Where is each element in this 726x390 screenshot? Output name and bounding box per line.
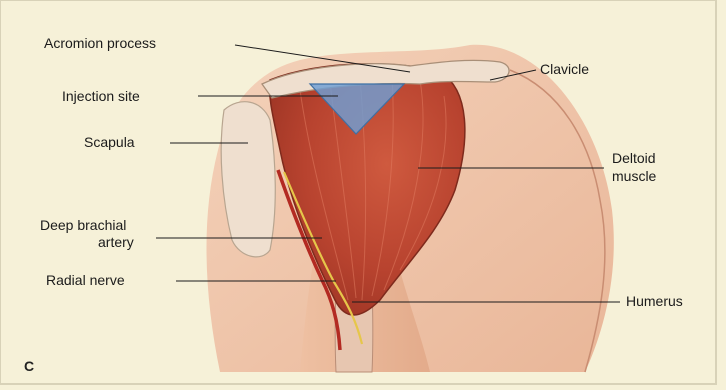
panel-letter: C <box>24 358 34 374</box>
label-clavicle: Clavicle <box>540 61 589 77</box>
label-deep-brachial-line1: Deep brachial <box>40 217 126 233</box>
label-humerus: Humerus <box>626 293 683 309</box>
label-scapula: Scapula <box>84 134 135 150</box>
label-deltoid-line2: muscle <box>612 168 656 184</box>
label-deltoid-line1: Deltoid <box>612 150 656 166</box>
label-radial-nerve: Radial nerve <box>46 272 125 288</box>
label-injection-site: Injection site <box>62 88 140 104</box>
label-deep-brachial-line2: artery <box>98 234 134 250</box>
label-acromion-process: Acromion process <box>44 35 156 51</box>
